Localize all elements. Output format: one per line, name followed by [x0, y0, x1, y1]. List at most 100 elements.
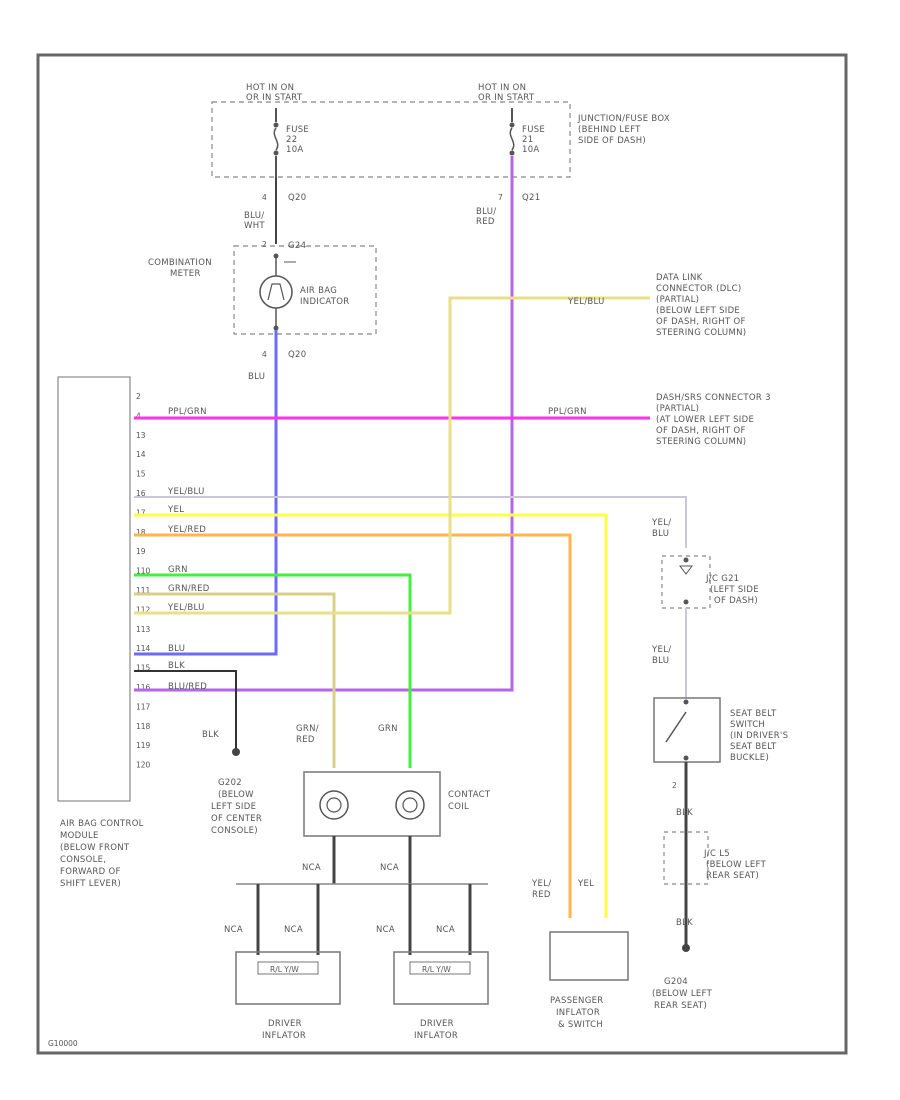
q21-pin: 7 — [498, 193, 503, 202]
meter-pin-4: 4 — [262, 350, 267, 359]
wire-label-ppl-grn-module: PPL/GRN — [168, 407, 207, 417]
meter-connector-g24: G24 — [288, 241, 306, 251]
meter-terminal-bottom — [273, 325, 279, 331]
module-pin-4: 4 — [136, 411, 141, 420]
module-pin-16: 16 — [136, 489, 146, 498]
wire-blu — [134, 330, 278, 656]
dash-srs-connector-label: DASH/SRS CONNECTOR 3(PARTIAL)(AT LOWER L… — [656, 393, 771, 447]
wire-label-blu: BLU — [248, 372, 265, 382]
airbag-control-module — [57, 376, 131, 802]
wire-blu-red — [134, 156, 514, 692]
contact-coil-clock-spring-1-inner — [326, 797, 342, 813]
driver-inflator-left-squib-label: R/L Y/W — [270, 965, 299, 974]
junction-fuse-box — [211, 101, 571, 178]
driver-inflator-right-squib-label: R/L Y/W — [422, 965, 451, 974]
wire-label-yel-red-pass: YEL/RED — [531, 879, 551, 900]
wire-label-yel-pass: YEL — [577, 879, 594, 889]
seat-belt-switch-terminal-top — [683, 699, 689, 705]
wire-label-grn-red-coil: GRN/RED — [296, 724, 319, 745]
wire-grn-red — [134, 592, 336, 768]
module-pin-17: 17 — [136, 508, 146, 517]
wire-label-yel-blu-3: YEL/BLU — [651, 645, 671, 666]
wire-label-blk-2: BLK — [676, 808, 693, 818]
module-pin-111: 111 — [136, 586, 151, 595]
module-pin-112: 112 — [136, 605, 151, 614]
seat-belt-switch-box — [653, 697, 721, 763]
driver-inflator-left — [235, 951, 341, 1005]
module-pin-117: 117 — [136, 702, 151, 711]
fuse22-terminal-bottom — [273, 150, 279, 156]
diagram-frame — [36, 53, 848, 1055]
seat-belt-pin-2: 2 — [672, 781, 677, 790]
wire-label-nca-4: NCA — [284, 925, 303, 935]
wire-label-nca-5: NCA — [376, 925, 395, 935]
fuse21-terminal-top — [509, 122, 515, 128]
contact-coil-clock-spring-1 — [319, 790, 349, 820]
module-pin-13: 13 — [136, 431, 146, 440]
seat-belt-switch-contact — [665, 711, 687, 743]
airbag-indicator-lamp — [259, 275, 293, 309]
module-pin-2: 2 — [136, 392, 141, 401]
driver-inflator-right-squib — [409, 961, 471, 975]
module-pin-116: 116 — [136, 683, 151, 692]
wire-label-nca-6: NCA — [436, 925, 455, 935]
module-pin-14: 14 — [136, 450, 146, 459]
wire-label-ppl-grn-right: PPL/GRN — [548, 407, 587, 417]
combination-meter-box — [233, 245, 377, 335]
fuse22-terminal-top — [273, 122, 279, 128]
wire-label-blu-wht: BLU/WHT — [244, 211, 265, 231]
wire-label-grn-coil: GRN — [378, 724, 398, 734]
module-pin-119: 119 — [136, 741, 151, 750]
wire-blk-ground — [134, 670, 237, 750]
wire-label-grn-red: GRN/RED — [168, 584, 210, 594]
jc-g21-terminal-bottom — [683, 599, 689, 605]
module-pin-19: 19 — [136, 547, 146, 556]
q20-label: Q20 — [288, 193, 306, 203]
wire-label-blu-red-module: BLU/RED — [168, 682, 207, 692]
wire-label-blk-1: BLK — [202, 730, 219, 740]
meter-connector-g20: Q20 — [288, 350, 306, 360]
module-pin-114: 114 — [136, 644, 151, 653]
fuse21-terminal-bottom — [509, 150, 515, 156]
wire-label-yel-red: YEL/RED — [167, 525, 206, 535]
wire-label-yel-blu-module: YEL/BLU — [167, 603, 205, 613]
driver-inflator-left-squib — [257, 961, 319, 975]
module-pin-110: 110 — [136, 567, 151, 576]
contact-coil-clock-spring-2-inner — [402, 797, 418, 813]
wire-label-nca-1: NCA — [302, 863, 321, 873]
wire-label-yel-blu: YEL/BLU — [167, 487, 205, 497]
seat-belt-switch-terminal-bottom — [683, 755, 689, 761]
contact-coil-box — [303, 771, 441, 837]
footer-code: G10000 — [48, 1039, 78, 1048]
module-pin-118: 118 — [136, 722, 151, 731]
module-pin-113: 113 — [136, 625, 151, 634]
q21-label: Q21 — [522, 193, 540, 203]
wire-label-blu-red: BLU/RED — [476, 207, 496, 227]
wire-label-nca-2: NCA — [380, 863, 399, 873]
fuse22-symbol — [273, 127, 279, 151]
driver-inflator-right — [393, 951, 489, 1005]
ground-g204-symbol — [682, 944, 690, 952]
wire-label-yel-blu-dlc: YEL/BLU — [567, 297, 605, 307]
module-pin-15: 15 — [136, 470, 146, 479]
wire-grn — [134, 573, 412, 768]
fuse21-symbol — [509, 127, 515, 151]
wire-label-nca-3: NCA — [224, 925, 243, 935]
module-pin-18: 18 — [136, 528, 146, 537]
